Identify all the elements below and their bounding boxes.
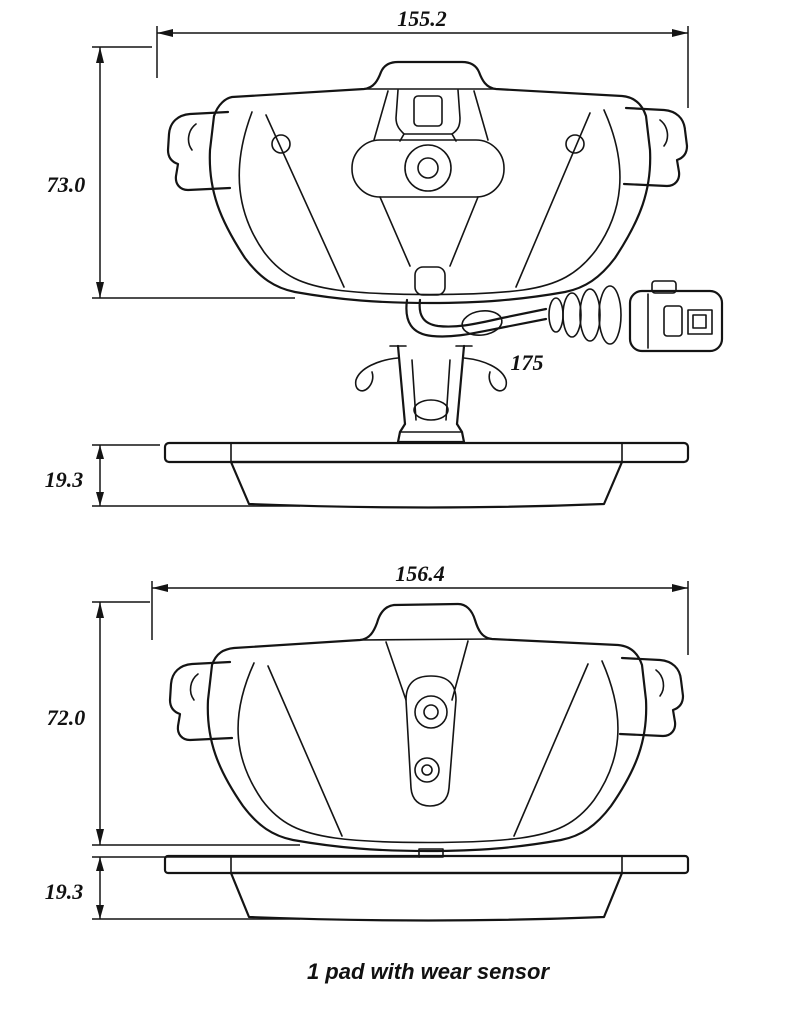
connector-slot <box>663 305 683 337</box>
mounting-ear-left <box>168 660 234 742</box>
chamfer-line-left <box>265 114 345 288</box>
bump-base-line <box>359 638 493 641</box>
mounting-ear-right <box>622 106 689 188</box>
center-lower-line-right <box>449 196 479 267</box>
pad2-front-view <box>168 602 685 853</box>
pad1-front-view <box>166 60 689 305</box>
backing-plate-edge <box>163 854 690 875</box>
pad1-edge-view <box>163 441 690 509</box>
slot-hole-upper-outer <box>414 695 448 729</box>
friction-boundary <box>237 660 619 844</box>
slot-hole-upper-inner <box>423 704 439 720</box>
pad1-outline <box>208 60 652 305</box>
arrowhead-left <box>152 584 168 592</box>
clip-funnel-right <box>455 344 466 426</box>
wire-ferrule <box>461 309 503 337</box>
spring-wing-right <box>463 357 508 392</box>
arrowhead-top <box>96 857 104 871</box>
center-line-left <box>385 641 407 701</box>
dim-pad2-width: 156.4 <box>151 561 689 655</box>
clip-funnel-inner-right <box>445 359 451 421</box>
boot-rib <box>548 297 564 333</box>
face-hole-left <box>271 134 291 154</box>
friction-edge <box>229 871 624 922</box>
ear-right-detail <box>659 119 669 147</box>
clip-funnel-inner-left <box>411 359 417 421</box>
retaining-clip-view <box>354 344 508 444</box>
clip-ellipse <box>413 399 449 421</box>
clip-leg-right <box>451 133 457 142</box>
pad2-edge-view <box>163 848 690 922</box>
terminal-pin <box>692 314 707 329</box>
slot-hole-lower-inner <box>421 764 433 776</box>
sensor-hole-outer <box>404 144 452 192</box>
connector-body <box>628 289 724 353</box>
center-line-left <box>373 90 389 141</box>
arrowhead-right <box>672 584 688 592</box>
clip-leg-left <box>399 133 405 142</box>
arrowhead-bottom <box>96 282 104 298</box>
boot-rib <box>579 288 601 342</box>
bottom-notch <box>414 266 446 296</box>
pad2-thickness-label: 19.3 <box>45 879 84 904</box>
pad2-height-label: 72.0 <box>47 705 86 730</box>
sensor-clip-window <box>413 95 443 127</box>
pad1-height-label: 73.0 <box>47 172 86 197</box>
center-slot <box>405 675 457 807</box>
arrowhead-bottom <box>96 905 104 919</box>
chamfer-line-left <box>267 665 343 837</box>
face-hole-right <box>565 134 585 154</box>
center-line-right <box>473 90 489 141</box>
mounting-ear-left <box>166 110 232 192</box>
arrowhead-top <box>96 445 104 459</box>
connector-latch-tab <box>651 280 677 294</box>
backing-plate-edge <box>163 441 690 464</box>
dim-pad1-width: 155.2 <box>156 6 689 108</box>
dim-pad2-height: 72.0 <box>47 601 300 846</box>
sensor-boss <box>351 139 505 198</box>
clip-funnel-left <box>396 344 407 426</box>
ear-right-detail <box>655 669 665 697</box>
sensor-wire-bottom <box>418 298 548 328</box>
mounting-ear-right <box>618 656 685 738</box>
chamfer-line-right <box>515 112 591 288</box>
sensor-length-label: 175 <box>511 350 544 375</box>
ear-left-detail <box>189 673 199 701</box>
sensor-wire-top <box>405 298 548 338</box>
sensor-clip <box>395 89 461 135</box>
dim-pad1-thickness: 19.3 <box>45 444 300 507</box>
pad2-outline <box>206 602 648 853</box>
friction-edge <box>229 460 624 509</box>
boot-rib <box>598 285 622 345</box>
arrowhead-left <box>157 29 173 37</box>
arrowhead-top <box>96 47 104 63</box>
slot-hole-lower-outer <box>414 757 440 783</box>
pad2-width-label: 156.4 <box>395 561 445 586</box>
sensor-hole-inner <box>417 157 439 179</box>
spring-wing-left <box>354 357 399 392</box>
arrowhead-top <box>96 602 104 618</box>
ear-left-detail <box>187 123 197 151</box>
wear-sensor: 175 <box>405 280 724 375</box>
arrowhead-right <box>672 29 688 37</box>
arrowhead-bottom <box>96 492 104 506</box>
caption: 1 pad with wear sensor <box>307 959 551 984</box>
dim-pad2-thickness: 19.3 <box>45 856 420 920</box>
pad1-thickness-label: 19.3 <box>45 467 84 492</box>
center-lower-line-left <box>379 196 411 267</box>
chamfer-line-right <box>513 663 589 837</box>
clip-base <box>396 422 466 444</box>
pad1-width-label: 155.2 <box>397 6 447 31</box>
arrowhead-bottom <box>96 829 104 845</box>
dim-pad1-height: 73.0 <box>47 46 295 299</box>
boot-rib <box>562 292 582 338</box>
terminal-window <box>687 309 713 335</box>
